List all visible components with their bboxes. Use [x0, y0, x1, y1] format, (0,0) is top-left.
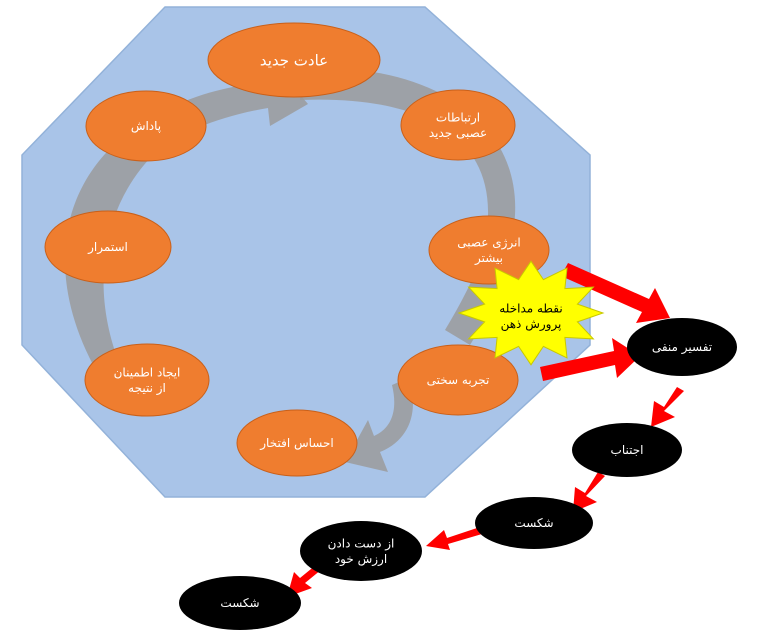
cycle-node-hard-experience-label: تجربه سختی	[427, 373, 490, 388]
negative-node-avoidance: اجتناب	[572, 423, 682, 477]
negative-node-failure-1-label: شکست	[514, 516, 553, 530]
cycle-node-persistence: استمرار	[44, 210, 172, 284]
red-arrow-failure-to-loss	[426, 527, 482, 550]
cycle-node-new-habit: عادت جدید	[207, 22, 381, 98]
cycle-node-persistence-label: استمرار	[87, 240, 128, 255]
red-arrow-energy-to-negative	[561, 263, 670, 323]
cycle-node-pride: احساس افتخار	[236, 409, 358, 477]
negative-node-failure-2: شکست	[179, 576, 301, 630]
cycle-arrow-lower	[345, 378, 413, 472]
cycle-node-hard-experience: تجربه سختی	[397, 344, 519, 416]
cycle-node-reward-label: پاداش	[131, 119, 161, 134]
cycle-node-new-habit-label: عادت جدید	[260, 51, 328, 69]
red-arrow-avoidance-to-failure	[573, 472, 605, 512]
negative-node-failure-2-label: شکست	[220, 596, 259, 610]
negative-node-avoidance-label: اجتناب	[611, 443, 644, 457]
red-arrow-experience-to-negative	[540, 338, 640, 381]
negative-node-negative-interpretation-label: تفسیر منفی	[652, 340, 712, 355]
cycle-node-pride-label: احساس افتخار	[259, 436, 333, 451]
red-arrow-negative-to-avoidance	[651, 387, 684, 427]
cycle-node-reward: پاداش	[85, 90, 207, 162]
negative-node-failure-1: شکست	[475, 497, 593, 549]
negative-node-negative-interpretation: تفسیر منفی	[627, 318, 737, 376]
